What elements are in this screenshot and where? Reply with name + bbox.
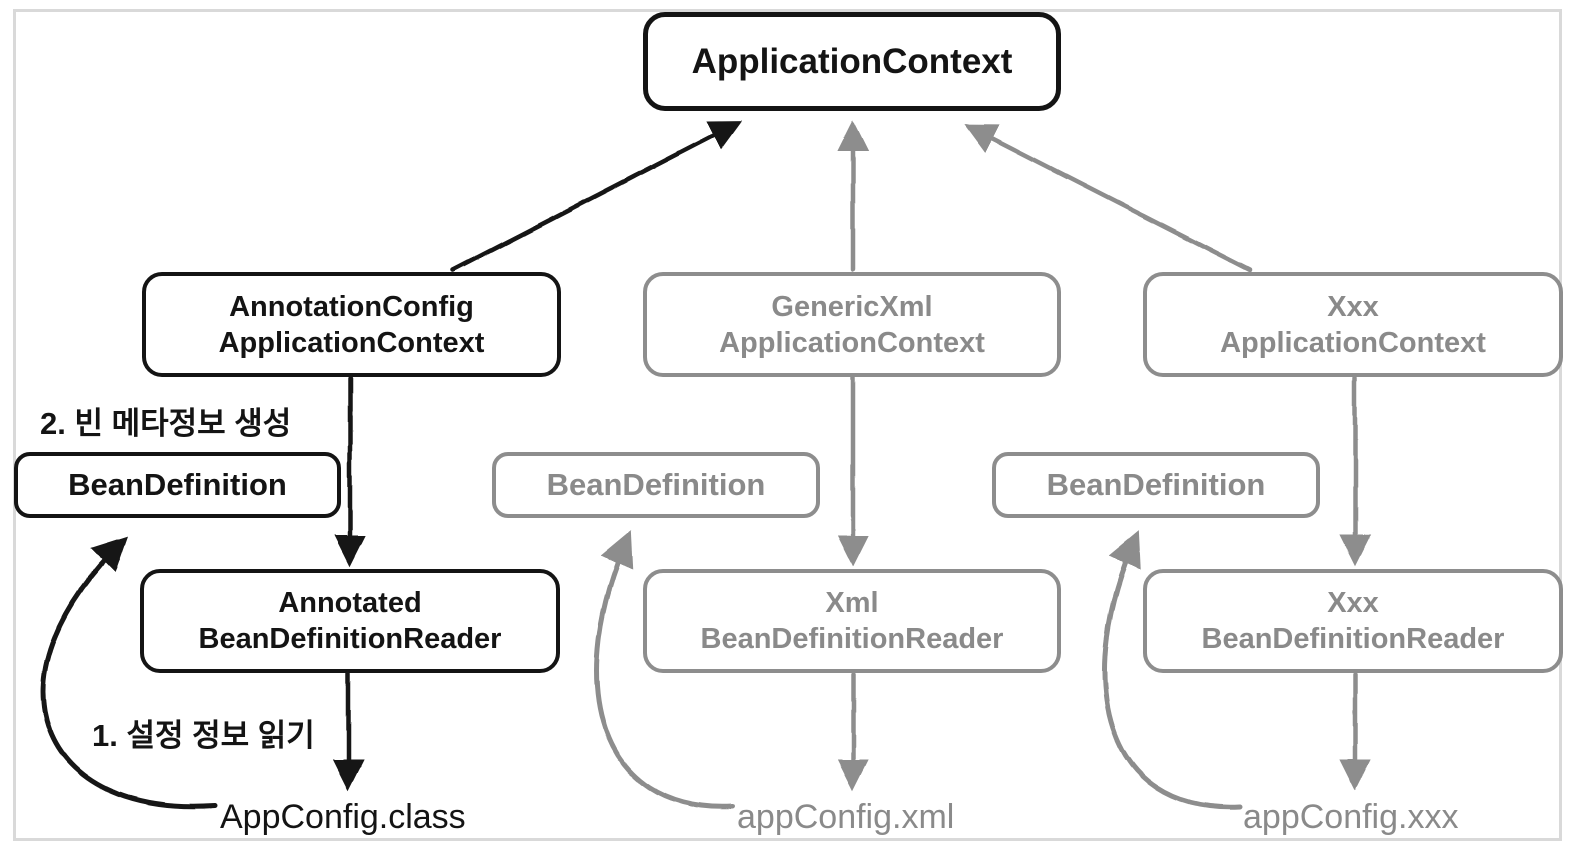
node-xxx-bean-definition-reader: Xxx BeanDefinitionReader bbox=[1143, 569, 1563, 673]
node-label: ApplicationContext bbox=[218, 326, 485, 359]
node-label: BeanDefinition bbox=[1046, 467, 1266, 502]
annotation-step1-read-config-info: 1. 설정 정보 읽기 bbox=[92, 718, 315, 753]
node-bean-definition-xml: BeanDefinition bbox=[492, 452, 820, 518]
node-label: AnnotationConfig bbox=[229, 290, 474, 323]
node-label: BeanDefinitionReader bbox=[700, 623, 1004, 655]
node-label: Xml bbox=[825, 587, 879, 619]
node-label: ApplicationContext bbox=[691, 41, 1013, 81]
node-xml-bean-definition-reader: Xml BeanDefinitionReader bbox=[643, 569, 1061, 673]
node-annotated-bean-definition-reader: Annotated BeanDefinitionReader bbox=[140, 569, 560, 673]
node-annotation-config-application-context: AnnotationConfig ApplicationContext bbox=[142, 272, 561, 377]
annotation-step2-create-bean-metadata: 2. 빈 메타정보 생성 bbox=[40, 406, 292, 441]
node-label: ApplicationContext bbox=[719, 326, 985, 359]
node-label: BeanDefinitionReader bbox=[198, 623, 502, 655]
diagram-frame bbox=[13, 9, 1562, 841]
file-label-appconfig-xxx: appConfig.xxx bbox=[1243, 798, 1459, 836]
node-generic-xml-application-context: GenericXml ApplicationContext bbox=[643, 272, 1061, 377]
node-application-context: ApplicationContext bbox=[643, 12, 1061, 111]
node-label: GenericXml bbox=[771, 290, 933, 323]
node-label: Xxx bbox=[1327, 290, 1379, 323]
node-label: ApplicationContext bbox=[1220, 326, 1486, 359]
node-label: BeanDefinitionReader bbox=[1201, 623, 1505, 655]
file-label-appconfig-class: AppConfig.class bbox=[220, 798, 466, 836]
node-label: BeanDefinition bbox=[68, 467, 287, 502]
node-bean-definition-annotation: BeanDefinition bbox=[14, 452, 341, 518]
node-xxx-application-context: Xxx ApplicationContext bbox=[1143, 272, 1563, 377]
file-label-appconfig-xml: appConfig.xml bbox=[737, 798, 955, 836]
node-bean-definition-xxx: BeanDefinition bbox=[992, 452, 1320, 518]
node-label: Annotated bbox=[278, 587, 422, 619]
node-label: BeanDefinition bbox=[546, 467, 766, 502]
node-label: Xxx bbox=[1327, 587, 1379, 619]
